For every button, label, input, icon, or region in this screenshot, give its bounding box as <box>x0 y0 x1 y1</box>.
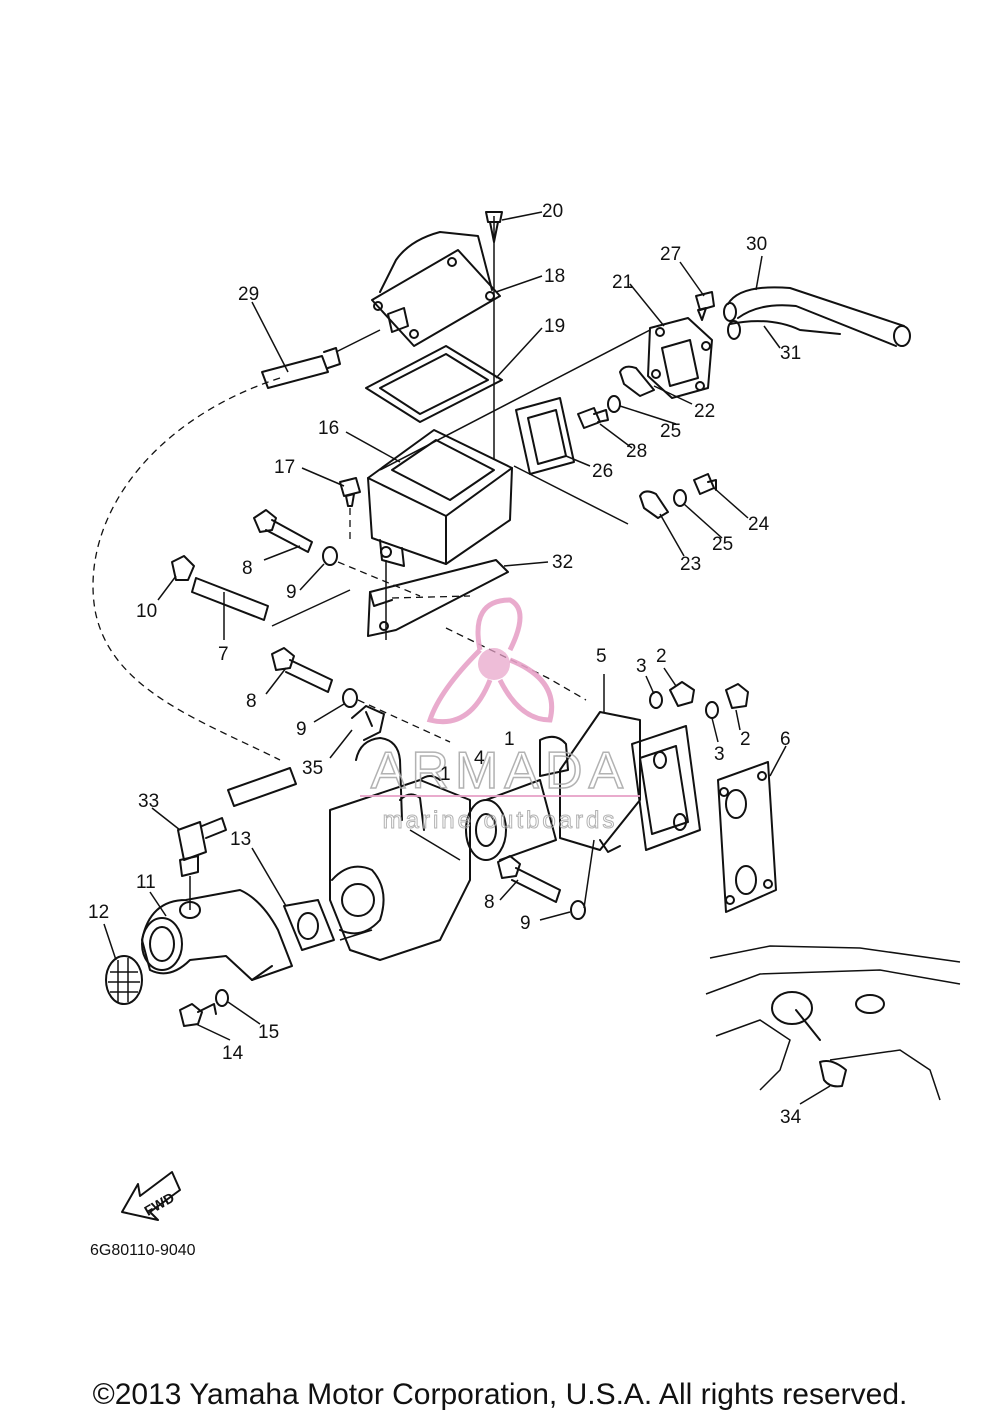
callout-1a: 1 <box>504 729 515 750</box>
washer-15 <box>215 989 229 1007</box>
copyright-notice: ©2013 Yamaha Motor Corporation, U.S.A. A… <box>92 1378 908 1411</box>
callout-8c: 8 <box>484 892 495 913</box>
callout-28: 28 <box>626 441 647 462</box>
bracket-32 <box>367 559 549 637</box>
callout-27: 27 <box>660 244 681 265</box>
callout-2b: 2 <box>740 729 751 750</box>
propeller-logo <box>426 597 555 725</box>
nut-2-upper <box>669 681 695 707</box>
screw-24 <box>693 473 717 495</box>
gasket-6 <box>717 761 777 913</box>
washer-3-lower <box>705 701 719 719</box>
callout-32: 32 <box>552 552 573 573</box>
callout-9b: 9 <box>296 719 307 740</box>
callout-1b: 1 <box>440 764 451 785</box>
callout-labels: 1 1 2 2 3 3 4 5 6 7 8 8 8 9 9 9 10 11 12… <box>88 201 802 1128</box>
callout-13: 13 <box>230 829 251 850</box>
callout-24: 24 <box>748 514 770 535</box>
throttle-drum-1 <box>465 735 569 861</box>
callout-12: 12 <box>88 902 109 923</box>
nut-2-lower <box>725 683 749 709</box>
fuel-hose-29 <box>92 329 381 807</box>
hose-31 <box>727 320 841 340</box>
gasket-13 <box>283 899 335 951</box>
callout-8b: 8 <box>246 691 257 712</box>
callout-22: 22 <box>694 401 715 422</box>
check-valve-23 <box>639 490 669 519</box>
part-code: 6G80110-9040 <box>90 1242 196 1259</box>
carburetor-body <box>329 737 471 961</box>
washer-9-upper <box>322 546 338 566</box>
callout-19: 19 <box>544 316 565 337</box>
bolt-8-middle <box>271 647 333 693</box>
callout-18: 18 <box>544 266 565 287</box>
diaphragm-22 <box>619 365 655 397</box>
fwd-arrow-icon: FWD <box>121 1171 181 1221</box>
callout-2a: 2 <box>656 646 667 667</box>
inset-fitting-34 <box>705 945 961 1101</box>
callout-20: 20 <box>542 201 563 222</box>
callout-14: 14 <box>222 1043 244 1064</box>
callout-34: 34 <box>780 1107 802 1128</box>
callout-25b: 25 <box>712 534 733 555</box>
callout-3a: 3 <box>636 656 647 677</box>
screw-27 <box>695 291 715 321</box>
callout-11: 11 <box>136 872 156 893</box>
callout-6: 6 <box>780 729 791 750</box>
air-screen-12 <box>105 955 143 1005</box>
gasket-26 <box>515 397 575 475</box>
callout-17: 17 <box>274 457 295 478</box>
callout-15: 15 <box>258 1022 279 1043</box>
callout-25a: 25 <box>660 421 681 442</box>
callout-3b: 3 <box>714 744 725 765</box>
callout-29: 29 <box>238 284 259 305</box>
clip-35 <box>351 705 385 741</box>
callout-23: 23 <box>680 554 701 575</box>
float-chamber-16 <box>367 429 513 640</box>
bolt-8-lower <box>497 855 561 903</box>
callout-21: 21 <box>612 272 633 293</box>
washer-9-middle <box>342 688 358 708</box>
washer-25-lower <box>673 489 687 507</box>
callout-7: 7 <box>218 644 229 665</box>
callout-35: 35 <box>302 758 323 779</box>
fuel-pump-21 <box>647 317 713 399</box>
callout-leaders <box>103 211 831 1105</box>
callout-9c: 9 <box>520 913 531 934</box>
washer-3-upper <box>649 691 663 709</box>
intake-manifold-5 <box>559 674 701 853</box>
joint-33 <box>177 817 227 910</box>
gasket-19 <box>365 345 503 423</box>
watermark: ARMADA marine outboards <box>360 597 640 835</box>
watermark-brand: ARMADA <box>371 742 629 800</box>
fwd-label: FWD <box>141 1189 177 1219</box>
watermark-tagline: marine outboards <box>383 807 618 834</box>
callout-9a: 9 <box>286 582 297 603</box>
intake-silencer-11 <box>141 889 293 981</box>
screw-20 <box>485 211 503 243</box>
hose-30 <box>723 286 911 347</box>
washer-25-upper <box>607 395 621 413</box>
callout-16: 16 <box>318 418 339 439</box>
screw-28 <box>577 407 609 429</box>
screw-14 <box>179 1003 217 1027</box>
callout-8a: 8 <box>242 558 253 579</box>
cover-18 <box>371 216 501 460</box>
callout-30: 30 <box>746 234 767 255</box>
washer-9-lower <box>570 900 586 920</box>
bolt-8-upper <box>253 509 313 553</box>
callout-10: 10 <box>136 601 157 622</box>
callout-4: 4 <box>474 748 485 769</box>
callout-31: 31 <box>780 343 801 364</box>
stud-7 <box>191 577 269 621</box>
callout-26: 26 <box>592 461 613 482</box>
screw-17 <box>339 477 361 540</box>
callout-33: 33 <box>138 791 159 812</box>
callout-5: 5 <box>596 646 607 667</box>
